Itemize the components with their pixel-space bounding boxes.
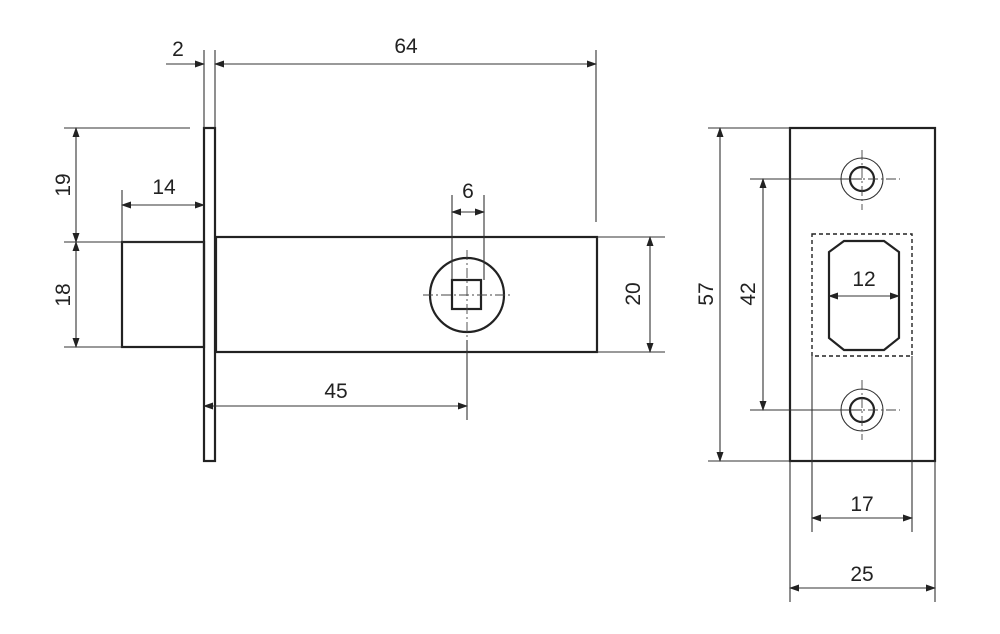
latch-body bbox=[214, 235, 599, 354]
dim-bolt-projection: 14 bbox=[152, 176, 176, 199]
dim-opening-width: 12 bbox=[852, 268, 875, 291]
strike-plate-view: 57 42 12 17 25 bbox=[695, 126, 937, 602]
faceplate bbox=[202, 126, 217, 463]
dim-spindle-square: 6 bbox=[462, 180, 474, 203]
strike-plate bbox=[788, 126, 937, 463]
dim-case-height: 20 bbox=[622, 282, 645, 305]
latch-opening bbox=[827, 239, 901, 352]
latch-side-view: 2 64 19 14 6 18 20 45 bbox=[52, 35, 665, 463]
spindle-square-hole bbox=[450, 278, 483, 311]
dim-backset-center: 45 bbox=[324, 380, 347, 403]
recess-outline bbox=[811, 233, 913, 357]
dim-bolt-height: 18 bbox=[52, 283, 75, 306]
dim-strike-height: 57 bbox=[695, 282, 718, 305]
dim-screw-spacing: 42 bbox=[737, 282, 760, 305]
dim-backset-total: 64 bbox=[394, 35, 418, 58]
dim-recess-width: 17 bbox=[850, 493, 873, 516]
dim-plate-thickness: 2 bbox=[172, 38, 184, 61]
dim-plate-upper-offset: 19 bbox=[52, 173, 75, 196]
dim-strike-width: 25 bbox=[850, 563, 873, 586]
latch-bolt bbox=[120, 240, 206, 349]
